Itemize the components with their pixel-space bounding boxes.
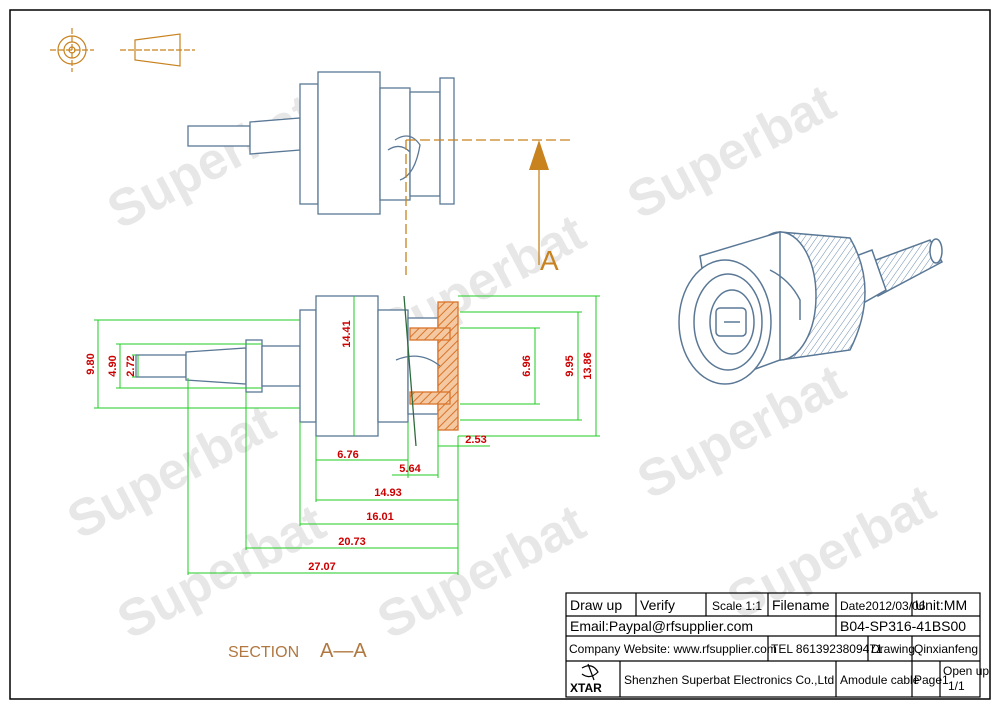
section-caption-label: SECTION	[228, 644, 299, 661]
title-block	[565, 592, 981, 698]
svg-text:27.07: 27.07	[308, 561, 336, 573]
dimension-labels: 9.80 4.90 2.72 14.41 6.96 9.95 13.86 6.7…	[85, 320, 594, 573]
svg-text:Superbat: Superbat	[618, 74, 844, 231]
svg-text:Date2012/03/06: Date2012/03/06	[840, 599, 926, 613]
svg-text:20.73: 20.73	[338, 536, 366, 548]
svg-text:Page1: Page1	[914, 673, 949, 687]
svg-text:Superbat: Superbat	[98, 84, 324, 241]
section-view	[135, 295, 459, 447]
svg-text:Amodule cable: Amodule cable	[840, 673, 920, 687]
svg-text:9.80: 9.80	[85, 353, 97, 374]
section-arrow-label: A	[540, 245, 559, 276]
svg-text:Unit:MM: Unit:MM	[915, 597, 967, 613]
svg-text:Filename: Filename	[772, 597, 830, 613]
side-view	[187, 71, 455, 215]
svg-text:Email:Paypal@rfsupplier.com: Email:Paypal@rfsupplier.com	[570, 618, 753, 634]
svg-text:Company Website: www.rfsupplie: Company Website: www.rfsupplier.com	[569, 642, 777, 656]
svg-text:6.76: 6.76	[337, 449, 358, 461]
title-block-text: Draw up Verify Scale 1:1 Filename Date20…	[569, 597, 989, 695]
svg-text:Draw up: Draw up	[570, 597, 622, 613]
svg-text:4.90: 4.90	[107, 355, 119, 376]
svg-text:Verify: Verify	[640, 597, 675, 613]
svg-text:Drawing: Drawing	[871, 642, 915, 656]
sheet-border	[9, 9, 991, 700]
svg-text:Qinxianfeng: Qinxianfeng	[914, 642, 978, 656]
svg-text:9.95: 9.95	[564, 355, 576, 376]
svg-text:2.72: 2.72	[125, 355, 137, 376]
section-caption-view: A—A	[320, 640, 367, 662]
svg-text:5.64: 5.64	[399, 463, 421, 475]
svg-text:16.01: 16.01	[366, 511, 394, 523]
xtar-logo-icon	[581, 663, 599, 681]
svg-text:6.96: 6.96	[521, 355, 533, 376]
svg-text:Scale 1:1: Scale 1:1	[712, 599, 762, 613]
svg-text:TEL 8613923809471: TEL 8613923809471	[771, 642, 883, 656]
svg-text:Superbat: Superbat	[368, 494, 594, 651]
svg-text:2.53: 2.53	[465, 434, 486, 446]
svg-text:B04-SP316-41BS00: B04-SP316-41BS00	[840, 618, 966, 634]
svg-text:XTAR: XTAR	[570, 681, 602, 695]
svg-text:13.86: 13.86	[582, 352, 594, 380]
svg-text:14.41: 14.41	[341, 320, 353, 348]
projection-symbol-icon	[50, 28, 195, 72]
svg-text:Shenzhen Superbat Electronics: Shenzhen Superbat Electronics Co.,Ltd	[624, 673, 834, 687]
svg-text:14.93: 14.93	[374, 487, 402, 499]
svg-text:1/1: 1/1	[948, 679, 965, 693]
section-line	[405, 139, 570, 275]
svg-text:Open up: Open up	[943, 664, 989, 678]
connector-3d-illustration	[678, 230, 944, 385]
dimension-lines	[94, 295, 600, 575]
